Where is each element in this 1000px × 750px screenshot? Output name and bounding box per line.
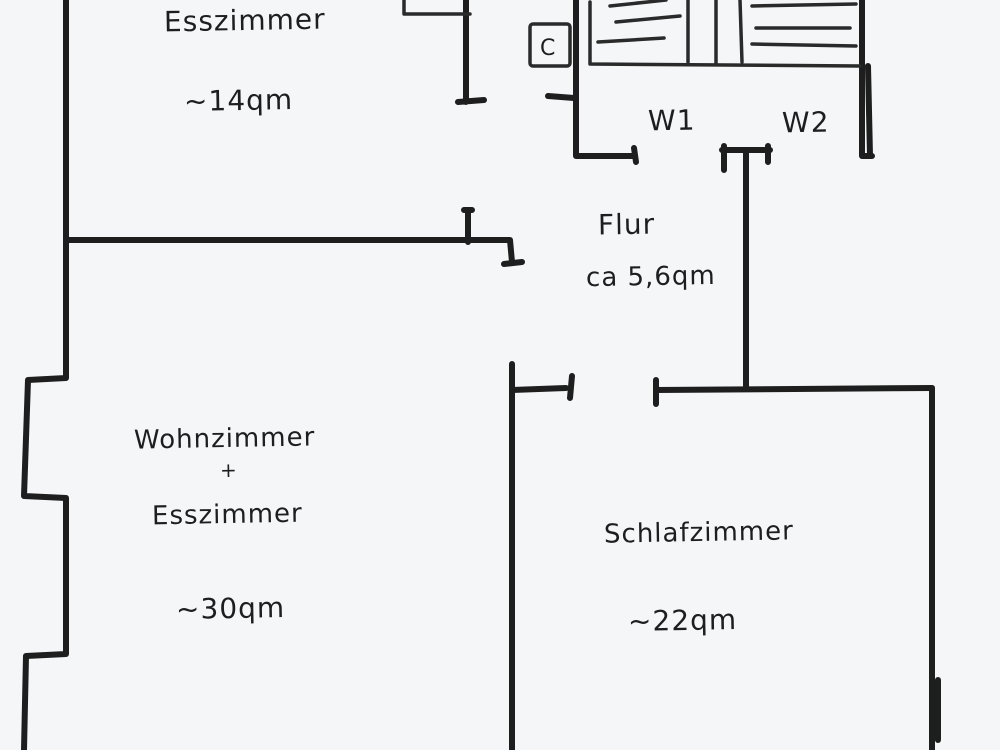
room-label-wohnzimmer: Wohnzimmer	[133, 422, 316, 456]
room-label-w2: W2	[781, 105, 830, 140]
room-area-wohnzimmer: ~30qm	[175, 591, 286, 626]
door-marker-wardrobe	[719, 143, 773, 173]
room-label-esszimmer: Esszimmer	[163, 2, 326, 39]
bedroom-top-wall-left	[509, 361, 575, 401]
washer-letter-icon: C	[540, 36, 555, 61]
room-area-flur: ca 5,6qm	[585, 260, 716, 294]
room-label-plus: +	[219, 457, 238, 483]
room-area-esszimmer: ~14qm	[183, 83, 294, 118]
room-label-esszimmer-2: Esszimmer	[151, 498, 303, 532]
wardrobe-left-bracket	[545, 93, 577, 101]
outer-wall-left	[21, 0, 69, 750]
cabinet-top	[402, 0, 472, 16]
wardrobe-block-outline	[573, 0, 875, 165]
room-label-flur: Flur	[597, 207, 656, 242]
room-label-schlafzimmer: Schlafzimmer	[603, 516, 795, 550]
door-marker-esszimmer	[461, 207, 525, 267]
wardrobe-shelves	[588, 0, 862, 68]
washer-icon	[528, 22, 572, 68]
bedroom-top-wall-right	[653, 377, 935, 407]
room-area-schlafzimmer: ~22qm	[627, 603, 738, 638]
room-label-w1: W1	[647, 103, 696, 138]
wall-esszimmer-right	[455, 0, 487, 105]
